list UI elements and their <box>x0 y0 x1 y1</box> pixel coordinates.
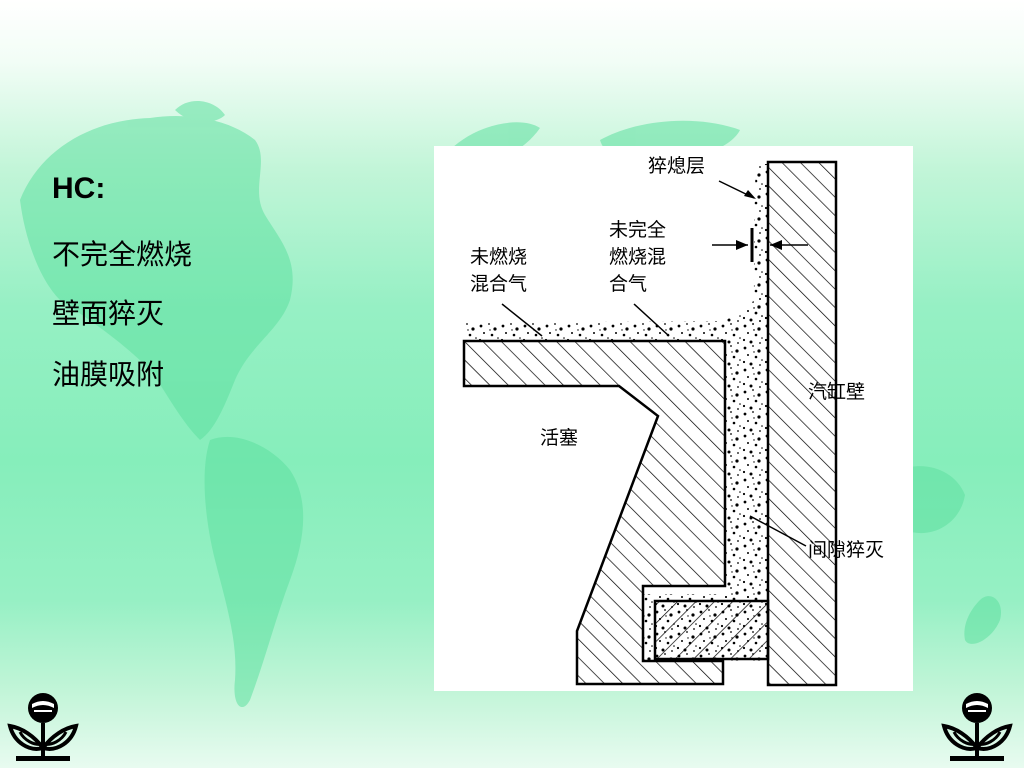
piston-label: 活塞 <box>540 427 578 449</box>
plant-logo-icon <box>941 693 1013 761</box>
crevice-quench-label: 间隙猝灭 <box>808 539 884 561</box>
piston-crevice-diagram: 猝熄层 未完全 燃烧混 合气 未燃烧 混合气 汽缸壁 活塞 间隙猝灭 <box>434 146 913 691</box>
cause-item: 不完全燃烧 <box>52 238 193 271</box>
quench-layer-label: 猝熄层 <box>648 155 705 177</box>
plant-logo-icon <box>7 693 79 761</box>
slide-title: HC: <box>52 172 106 205</box>
cause-item: 油膜吸附 <box>52 358 165 391</box>
incomplete-leader <box>633 303 670 337</box>
crevice-leader <box>749 515 807 547</box>
piston <box>462 339 727 686</box>
unburned-mixture-label: 未燃烧 <box>470 246 527 268</box>
unburned-leader <box>501 303 543 337</box>
incomplete-mixture-label: 未完全 <box>609 219 666 241</box>
cylinder-wall-label: 汽缸壁 <box>808 381 865 403</box>
cause-item: 壁面猝灭 <box>52 297 165 330</box>
unburned-mixture-layer <box>464 296 768 601</box>
incomplete-mixture-label: 合气 <box>609 273 647 295</box>
unburned-mixture-label: 混合气 <box>470 273 527 295</box>
cylinder-wall <box>766 160 838 687</box>
quench-layer <box>752 164 768 336</box>
incomplete-mixture-label: 燃烧混 <box>609 246 666 268</box>
piston-ring <box>653 599 770 661</box>
